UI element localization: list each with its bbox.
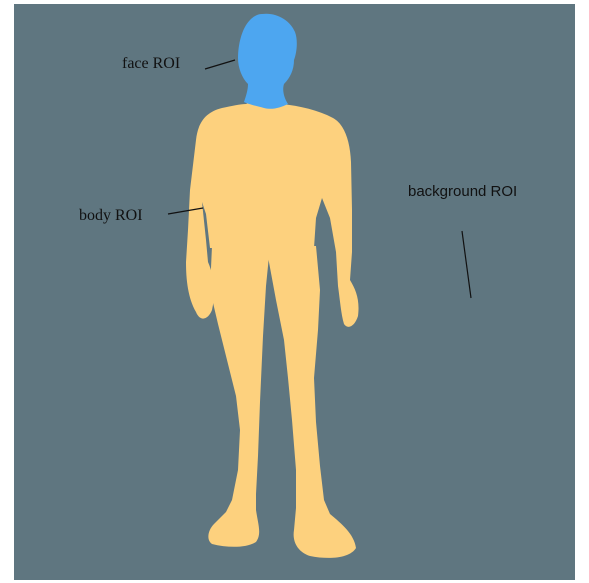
face-roi-label: face ROI — [122, 55, 180, 73]
body-roi-label: body ROI — [79, 207, 143, 225]
background-roi-label: background ROI — [408, 183, 517, 200]
